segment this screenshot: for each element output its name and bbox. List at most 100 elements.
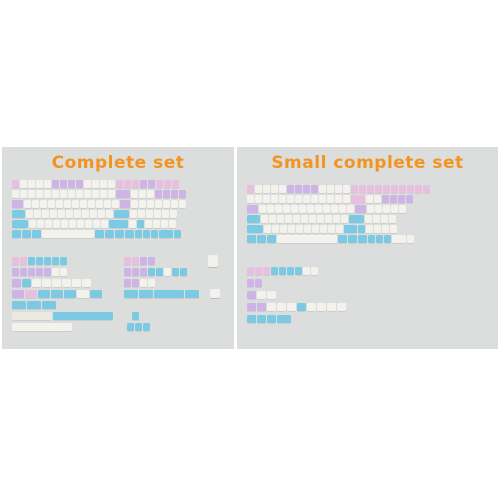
keycap <box>143 323 150 331</box>
keycap <box>148 279 155 287</box>
keycap <box>125 230 134 238</box>
keycap <box>129 220 136 228</box>
keycap <box>347 205 354 213</box>
keycap <box>44 257 51 265</box>
keycap <box>138 210 145 218</box>
keycap <box>12 220 28 228</box>
keycap <box>358 225 365 233</box>
keycap <box>351 195 365 203</box>
keycap <box>296 225 303 233</box>
keycap <box>271 267 278 275</box>
keycap <box>77 220 84 228</box>
keycap <box>155 190 162 198</box>
keycap <box>341 215 348 223</box>
keycap <box>279 185 286 193</box>
keycap <box>344 225 357 233</box>
keycap <box>247 225 263 233</box>
keycap <box>259 205 266 213</box>
keycap <box>145 220 152 228</box>
keycap <box>135 230 142 238</box>
keycap <box>124 257 131 265</box>
keycap <box>12 180 19 188</box>
keycap <box>20 268 27 276</box>
keycap <box>64 290 76 298</box>
keycap <box>255 185 262 193</box>
keycap <box>267 303 276 311</box>
keycap <box>24 200 31 208</box>
keycap <box>309 215 316 223</box>
keycap <box>124 279 131 287</box>
keycap <box>271 195 278 203</box>
keycap <box>247 195 254 203</box>
keycap <box>112 200 119 208</box>
keycap <box>307 303 316 311</box>
keycap <box>358 235 367 243</box>
keycap <box>148 180 155 188</box>
keycap <box>139 190 146 198</box>
keycap <box>279 195 286 203</box>
keycap <box>156 268 163 276</box>
keycap <box>271 185 278 193</box>
keycap <box>27 301 41 309</box>
keycap <box>20 257 27 265</box>
keycap <box>105 230 114 238</box>
keycap <box>382 195 389 203</box>
keycap <box>52 279 61 287</box>
keycap <box>132 180 139 188</box>
keycap <box>72 279 81 287</box>
keycap <box>100 190 107 198</box>
keycap <box>164 268 171 276</box>
keycap <box>36 268 43 276</box>
keycap <box>95 230 104 238</box>
keycap <box>124 180 131 188</box>
keycap <box>34 210 41 218</box>
keycap <box>154 210 161 218</box>
keycap <box>307 205 314 213</box>
keycap <box>36 190 43 198</box>
keycap <box>311 185 318 193</box>
keycap <box>93 220 100 228</box>
keycap <box>42 301 56 309</box>
keycap <box>60 257 67 265</box>
keycap <box>391 185 398 193</box>
keycap <box>390 225 397 233</box>
keycap <box>287 303 296 311</box>
keycap <box>299 205 306 213</box>
keycap <box>255 195 262 203</box>
keycap <box>415 185 422 193</box>
keycap <box>323 205 330 213</box>
keycap <box>263 185 270 193</box>
keycap <box>127 323 134 331</box>
keycap <box>279 267 286 275</box>
keycap <box>257 303 266 311</box>
keycap <box>359 185 366 193</box>
keycap <box>92 190 99 198</box>
keycap <box>390 195 397 203</box>
keycap <box>163 200 170 208</box>
keycap <box>37 220 44 228</box>
keycap <box>247 291 256 299</box>
keycap <box>325 215 332 223</box>
keycap <box>398 195 405 203</box>
keycap <box>159 230 173 238</box>
keycap <box>263 195 270 203</box>
keycap <box>148 257 155 265</box>
keycap <box>84 190 91 198</box>
keycap <box>84 180 91 188</box>
keycap <box>90 210 97 218</box>
keycap <box>132 312 139 320</box>
keycap <box>295 185 302 193</box>
keycap <box>337 303 346 311</box>
keycap <box>171 190 178 198</box>
keycap <box>269 215 276 223</box>
keycap <box>328 225 335 233</box>
keycap <box>311 267 318 275</box>
keycap <box>76 190 83 198</box>
keycap <box>407 235 414 243</box>
keycap <box>148 268 155 276</box>
keycap <box>315 205 322 213</box>
keycap <box>56 200 63 208</box>
keycap <box>50 210 57 218</box>
keycap <box>317 215 324 223</box>
keycap <box>100 180 107 188</box>
